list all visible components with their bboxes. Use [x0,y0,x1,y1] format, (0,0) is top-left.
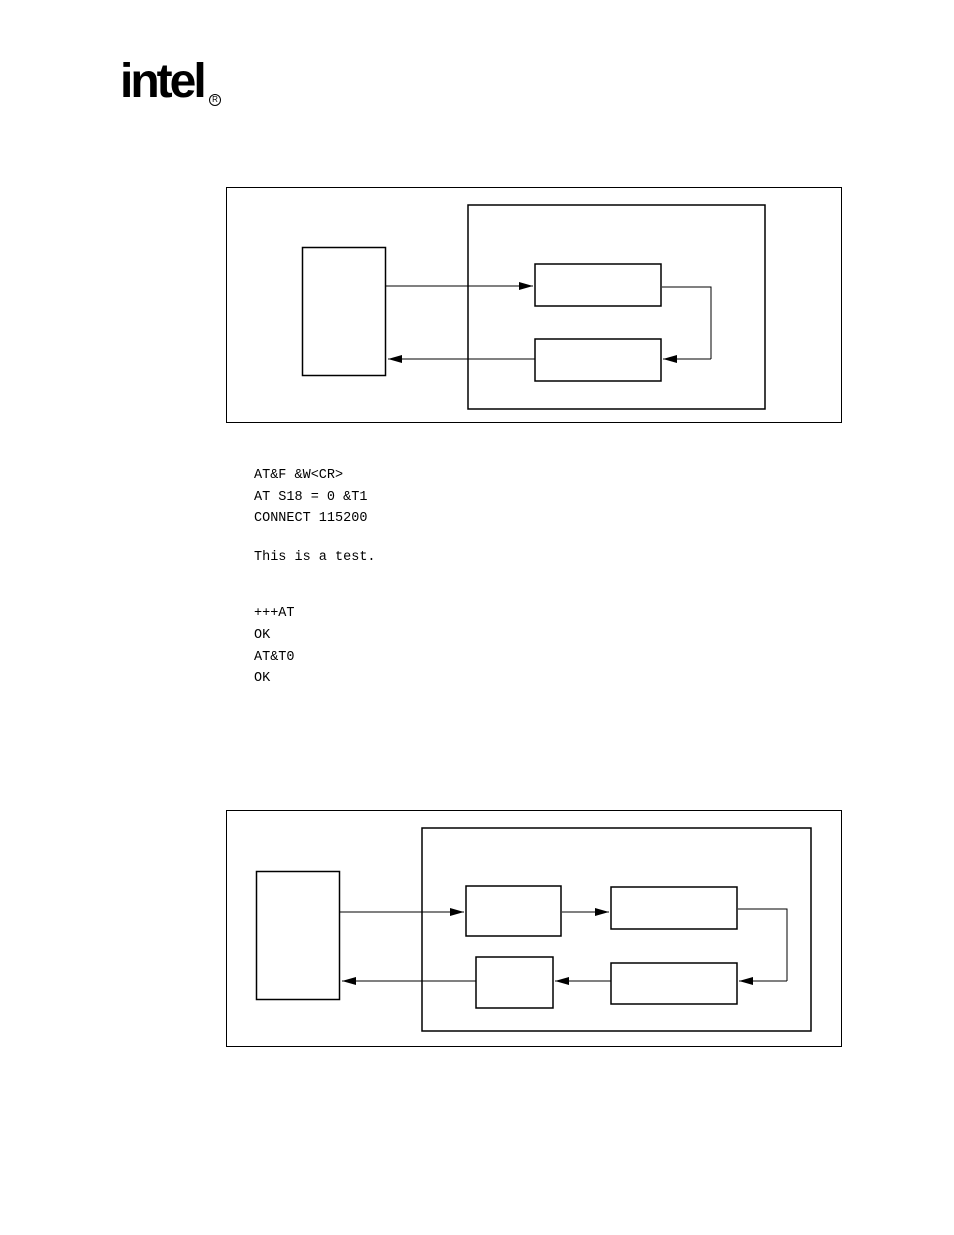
top-upper-block [534,263,662,307]
top-lower-block [534,338,662,382]
intel-logo: intel R [120,58,224,120]
registered-mark: R [209,94,221,106]
bottom-modem-box [421,827,812,1032]
top-modem-box [467,204,766,410]
terminal-line-5: +++AT [254,606,295,621]
bottom-terminal-box [255,870,341,1001]
top-figure-frame [226,187,842,423]
bottom-block-4 [610,962,738,1005]
logo-wordmark: intel [120,55,207,108]
bottom-block-3 [475,956,554,1009]
bottom-figure-frame [226,810,842,1047]
terminal-line-8: OK [254,671,271,686]
bottom-block-2 [610,886,738,930]
bottom-loop-line [738,908,788,981]
top-figure [226,187,842,423]
terminal-line-3: CONNECT 115200 [254,511,368,526]
top-loop-line [662,286,712,359]
bottom-figure [226,810,842,1047]
bottom-block-1 [465,885,562,937]
terminal-line-4: This is a test. [254,550,376,565]
terminal-line-1: AT&F &W<CR> [254,468,344,483]
top-terminal-box [301,246,387,377]
terminal-line-2: AT S18 = 0 &T1 [254,490,368,505]
terminal-line-6: OK [254,628,271,643]
terminal-line-7: AT&T0 [254,650,295,665]
